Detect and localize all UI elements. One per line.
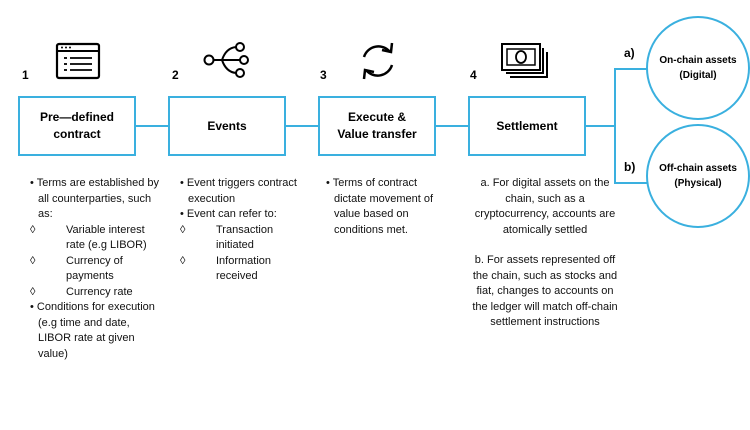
step-box-events: Events	[168, 96, 286, 156]
diamond-item: ◊ Currency rate	[30, 285, 160, 301]
step-label-line1: Settlement	[496, 118, 558, 133]
step-label-line1: Pre—defined	[39, 110, 114, 124]
step-box-settlement: Settlement	[468, 96, 586, 156]
step-number-2: 2	[172, 68, 179, 82]
step-label-line1: Execute &	[347, 110, 407, 124]
diamond-icon: ◊	[30, 223, 36, 236]
bullet-text: • Terms are established by all counterpa…	[30, 177, 159, 220]
diamond-item: ◊ Information received	[180, 254, 306, 285]
bullet-text: • Terms of contract dictate movement of …	[326, 177, 434, 236]
cash-bills-icon	[501, 43, 548, 78]
diamond-text: Information received	[216, 254, 272, 283]
diamond-item: ◊ Variable interest rate (e.g LIBOR)	[30, 223, 160, 254]
settlement-item-b: b. For assets represented off the chain,…	[472, 254, 618, 328]
outcome-line1: Off-chain assets	[659, 163, 737, 174]
contract-document-icon	[55, 42, 101, 80]
outcome-letter-a: a)	[624, 46, 635, 60]
bullet-text: • Event triggers contract execution	[180, 177, 297, 205]
step-number-3: 3	[320, 68, 327, 82]
step-number-1: 1	[22, 68, 29, 82]
description-events: • Event triggers contract execution • Ev…	[180, 176, 306, 285]
step-box-execute: Execute & Value transfer	[318, 96, 436, 156]
diamond-item: ◊ Currency of payments	[30, 254, 160, 285]
connector-2-3	[286, 125, 318, 127]
outcome-line1: On-chain assets	[659, 55, 737, 66]
diamond-item: ◊ Transaction initiated	[180, 223, 306, 254]
connector-3-4	[436, 125, 468, 127]
outcome-line2: (Physical)	[674, 178, 722, 189]
connector-4-branch	[586, 125, 616, 127]
outcome-circle-offchain: Off-chain assets (Physical)	[646, 124, 750, 228]
branch-vertical	[614, 68, 616, 184]
diamond-text: Currency of payments	[66, 254, 123, 283]
branch-bottom	[614, 182, 648, 184]
bullet-text: • Conditions for execution (e.g time and…	[30, 301, 155, 360]
settlement-item-a: a. For digital assets on the chain, such…	[474, 177, 616, 236]
diamond-text: Transaction initiated	[216, 223, 274, 252]
step-number-4: 4	[470, 68, 477, 82]
description-execute: • Terms of contract dictate movement of …	[326, 176, 448, 238]
bullet-text: • Event can refer to:	[180, 208, 277, 220]
step-label-line1: Events	[207, 118, 247, 133]
diamond-text: Variable interest rate (e.g LIBOR)	[66, 223, 147, 252]
step-label-line2: contract	[53, 127, 101, 141]
branch-top	[614, 68, 648, 70]
step-box-contract: Pre—defined contract	[18, 96, 136, 156]
outcome-circle-onchain: On-chain assets (Digital)	[646, 16, 750, 120]
diamond-icon: ◊	[180, 223, 186, 236]
description-contract: • Terms are established by all counterpa…	[30, 176, 160, 362]
description-settlement: a. For digital assets on the chain, such…	[470, 176, 620, 331]
step-label-line2: Value transfer	[337, 127, 417, 141]
diamond-icon: ◊	[30, 285, 36, 298]
diamond-text: Currency rate	[66, 285, 133, 298]
diamond-icon: ◊	[30, 254, 36, 267]
diamond-icon: ◊	[180, 254, 186, 267]
event-branch-icon	[203, 42, 249, 78]
outcome-letter-b: b)	[624, 160, 636, 174]
outcome-line2: (Digital)	[679, 70, 717, 81]
refresh-cycle-icon	[362, 42, 394, 80]
connector-1-2	[136, 125, 168, 127]
